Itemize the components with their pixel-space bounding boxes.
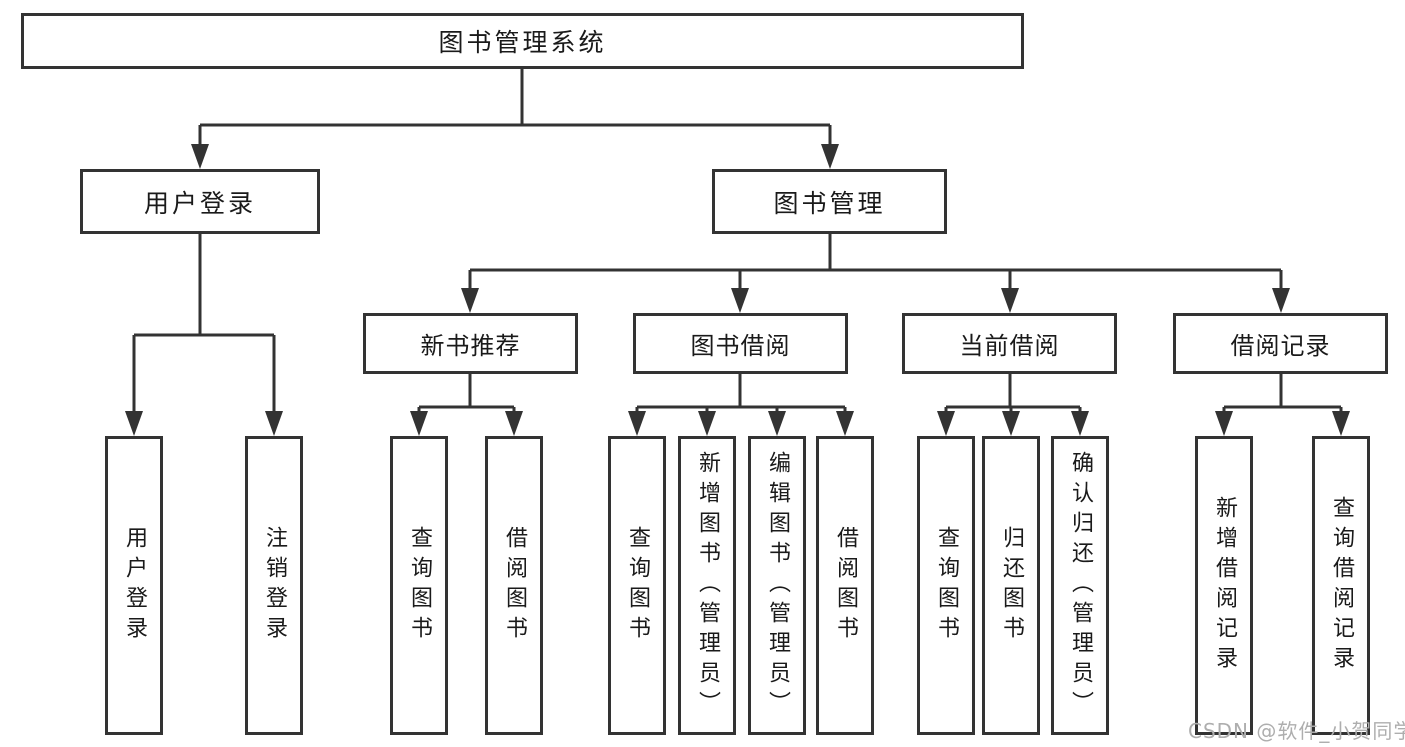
node-borrow-records: 借阅记录 bbox=[1173, 313, 1388, 374]
leaf-borrow-borrow-book: 借阅图书 bbox=[816, 436, 874, 735]
leaf-borrow-query-book: 查询图书 bbox=[608, 436, 666, 735]
leaf-borrow-add-book-admin: 新增图书（管理员） bbox=[678, 436, 736, 735]
leaf-current-return-book: 归还图书 bbox=[982, 436, 1040, 735]
node-current-borrow: 当前借阅 bbox=[902, 313, 1117, 374]
node-book-borrow: 图书借阅 bbox=[633, 313, 848, 374]
leaf-recommend-query-book: 查询图书 bbox=[390, 436, 448, 735]
leaf-borrow-edit-book-admin: 编辑图书（管理员） bbox=[748, 436, 806, 735]
csdn-watermark: CSDN @软件_小贺同学 bbox=[1188, 719, 1405, 743]
node-library-management-system: 图书管理系统 bbox=[21, 13, 1024, 69]
leaf-logout: 注销登录 bbox=[245, 436, 303, 735]
node-new-book-recommend: 新书推荐 bbox=[363, 313, 578, 374]
leaf-records-query-record: 查询借阅记录 bbox=[1312, 436, 1370, 735]
node-book-management: 图书管理 bbox=[712, 169, 947, 234]
leaf-current-query-book: 查询图书 bbox=[917, 436, 975, 735]
arrow-heads bbox=[125, 144, 1350, 436]
leaf-records-add-record: 新增借阅记录 bbox=[1195, 436, 1253, 735]
leaf-current-confirm-return-admin: 确认归还（管理员） bbox=[1051, 436, 1109, 735]
tree-edges bbox=[132, 69, 1343, 416]
node-user-login: 用户登录 bbox=[80, 169, 320, 234]
leaf-user-login: 用户登录 bbox=[105, 436, 163, 735]
leaf-recommend-borrow-book: 借阅图书 bbox=[485, 436, 543, 735]
